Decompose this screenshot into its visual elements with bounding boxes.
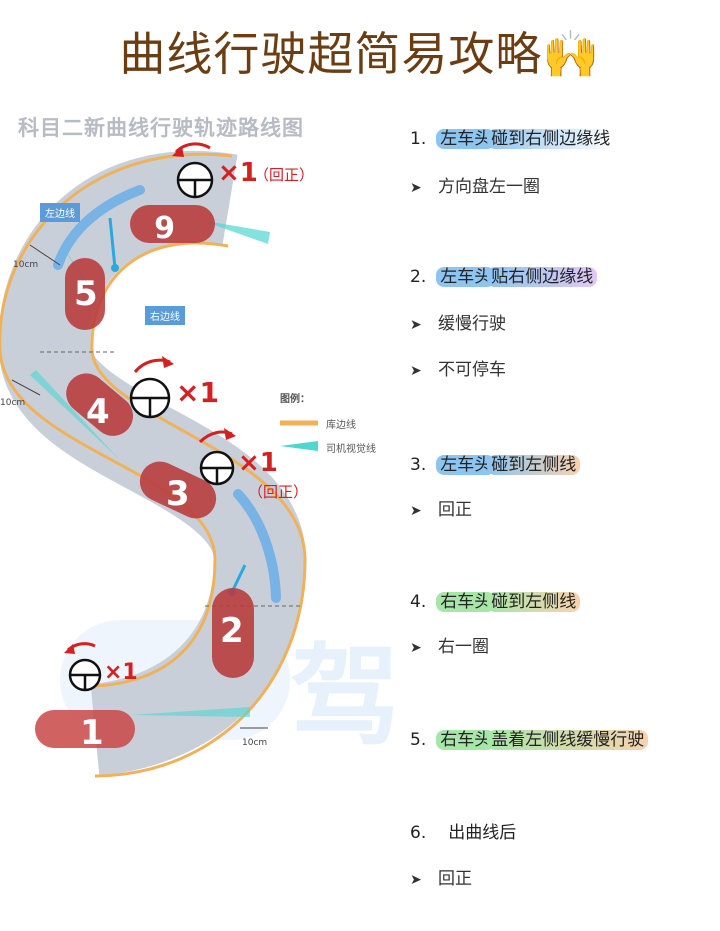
detail-text: 缓慢行驶 xyxy=(438,314,506,334)
right-edge-highlight xyxy=(53,185,145,270)
bullet-arrow-icon: ➤ xyxy=(410,363,422,379)
step-1-detail: ➤ 方向盘左一圈 xyxy=(410,172,540,197)
step-3: 3. 左车头碰到左侧线 xyxy=(410,450,581,475)
steering-wheel-icon xyxy=(199,450,235,486)
car-3 xyxy=(139,461,217,519)
car-1 xyxy=(35,710,135,748)
turn-count: ×1 xyxy=(176,376,219,409)
bullet-arrow-icon: ➤ xyxy=(410,503,422,519)
sight-line xyxy=(30,370,120,460)
dimension-line xyxy=(11,379,41,396)
dimension-label: 10cm xyxy=(13,260,39,270)
steering-wheel-icon xyxy=(68,658,102,692)
step-2-detail: ➤ 缓慢行驶 xyxy=(410,309,506,334)
step-text: 贴右侧边缘线 xyxy=(487,267,598,287)
step-2: 2. 左车头贴右侧边缘线 xyxy=(410,262,598,287)
return-note: （回正） xyxy=(254,166,315,184)
step-4-detail: ➤ 右一圈 xyxy=(410,632,489,657)
step-number: 6. xyxy=(410,823,427,843)
turn-count: ×1 xyxy=(104,660,138,685)
bullet-arrow-icon: ➤ xyxy=(410,180,422,196)
car-number: 5 xyxy=(74,274,98,314)
pointer-line xyxy=(230,564,247,593)
car-number: 4 xyxy=(86,392,110,432)
detail-text: 不可停车 xyxy=(438,360,506,380)
car-number: 3 xyxy=(166,474,190,514)
dimension-label: 10cm xyxy=(242,738,268,748)
step-text: 盖着左侧线缓慢行驶 xyxy=(487,730,649,750)
step-5: 5. 右车头盖着左侧线缓慢行驶 xyxy=(410,725,649,750)
left-edge-highlight xyxy=(233,489,281,603)
step-text: 碰到左侧线 xyxy=(487,455,581,475)
steering-wheel-icon xyxy=(176,161,214,199)
watermark-text: 驾 xyxy=(290,633,400,761)
step-text: 碰到右侧边缘线 xyxy=(487,129,615,149)
step-highlight: 右车头 xyxy=(436,730,496,750)
detail-text: 回正 xyxy=(438,500,472,520)
bullet-arrow-icon: ➤ xyxy=(410,640,422,656)
step-3-detail: ➤ 回正 xyxy=(410,495,472,520)
return-note: （回正） xyxy=(248,483,309,501)
step-2-detail: ➤ 不可停车 xyxy=(410,355,506,380)
legend-title: 图例： xyxy=(280,394,310,405)
step-number: 3. xyxy=(410,455,427,475)
diagram-title: 科目二新曲线行驶轨迹路线图 xyxy=(18,116,304,140)
detail-text: 右一圈 xyxy=(438,637,489,657)
bullet-arrow-icon: ➤ xyxy=(410,317,422,333)
sight-line xyxy=(200,220,270,244)
detail-text: 方向盘左一圈 xyxy=(438,177,540,197)
step-number: 4. xyxy=(410,592,427,612)
bullet-arrow-icon: ➤ xyxy=(410,872,422,888)
page-title: 曲线行驶超简易攻略🙌 xyxy=(119,27,601,81)
outer-edge-line xyxy=(0,152,233,688)
dimension-label: 10cm xyxy=(0,398,26,408)
step-number: 1. xyxy=(410,129,427,149)
step-number: 2. xyxy=(410,267,427,287)
car-5 xyxy=(65,258,105,330)
turn-count: ×1 xyxy=(238,448,278,478)
step-highlight: 左车头 xyxy=(436,267,496,287)
step-4: 4. 右车头碰到左侧线 xyxy=(410,587,581,612)
detail-text: 回正 xyxy=(438,869,472,889)
car-number: 6 xyxy=(154,208,175,243)
step-highlight xyxy=(436,823,445,843)
sight-line xyxy=(130,707,250,717)
steering-wheel-icon xyxy=(129,377,171,419)
step-1: 1. 左车头碰到右侧边缘线 xyxy=(410,124,615,149)
legend-item: 司机视觉线 xyxy=(326,444,376,455)
step-text: 碰到左侧线 xyxy=(487,592,581,612)
pointer-line xyxy=(108,217,117,269)
right-line-label: 右边线 xyxy=(145,306,185,325)
turn-count: ×1 xyxy=(218,158,258,188)
dimension-line xyxy=(29,244,61,266)
step-6: 6. 出曲线后 xyxy=(410,818,521,843)
left-line-label: 左边线 xyxy=(40,203,80,222)
step-highlight: 左车头 xyxy=(436,129,496,149)
car-number: 1 xyxy=(80,713,104,753)
legend-item: 库边线 xyxy=(326,420,356,431)
step-highlight: 左车头 xyxy=(436,455,496,475)
step-number: 5. xyxy=(410,730,427,750)
step-6-detail: ➤ 回正 xyxy=(410,864,472,889)
s-curve-diagram: 驾 6 5 4 3 2 1 xyxy=(0,142,400,778)
car-4 xyxy=(66,373,134,436)
car-number: 2 xyxy=(220,611,244,651)
step-text: 出曲线后 xyxy=(444,823,521,843)
car-2 xyxy=(212,588,254,678)
step-highlight: 右车头 xyxy=(436,592,496,612)
legend-sight-swatch xyxy=(280,441,318,451)
car-6 xyxy=(130,205,215,243)
